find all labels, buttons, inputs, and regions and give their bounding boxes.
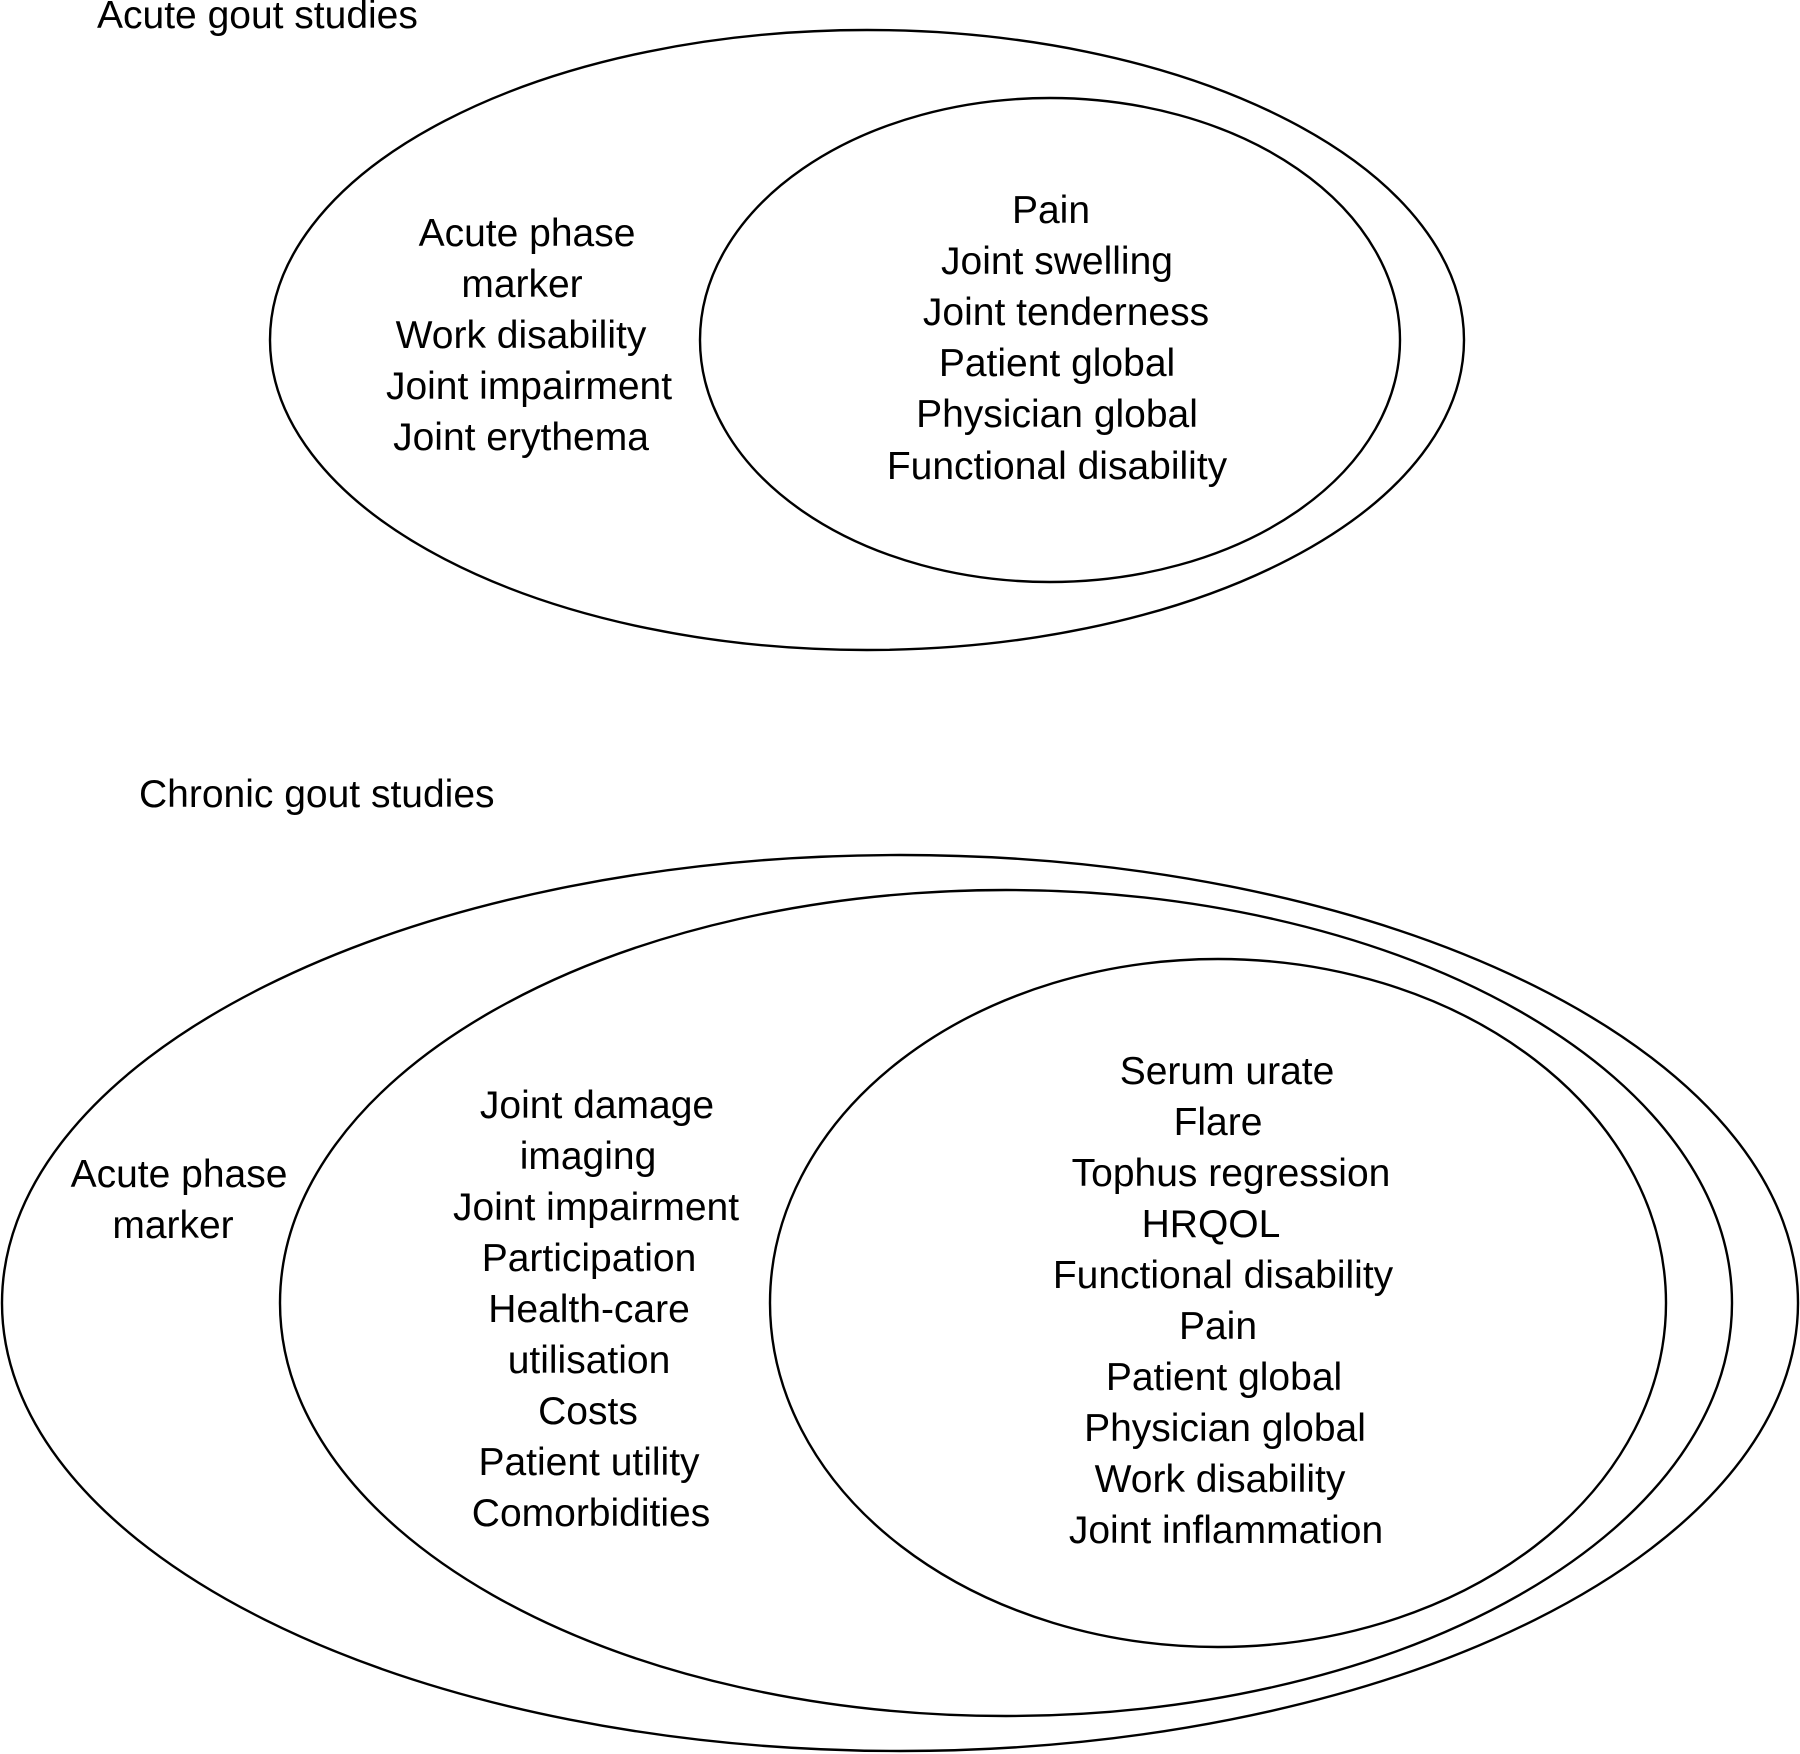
chronic-middle-item: Participation xyxy=(482,1237,697,1280)
chronic-inner-items: Serum urate Flare Tophus regression HRQO… xyxy=(1053,1050,1394,1552)
acute-section-title: Acute gout studies xyxy=(97,0,418,37)
acute-inner-ellipse xyxy=(698,96,1402,584)
chronic-inner-item: Work disability xyxy=(1095,1458,1346,1501)
acute-outer-item: marker xyxy=(461,263,582,306)
acute-inner-item: Functional disability xyxy=(887,445,1228,488)
chronic-inner-item: Pain xyxy=(1179,1305,1257,1348)
chronic-middle-item: imaging xyxy=(520,1135,657,1178)
acute-outer-ellipse xyxy=(268,28,1466,652)
chronic-middle-item: Health-care xyxy=(488,1288,690,1331)
chronic-inner-item: Flare xyxy=(1174,1101,1263,1144)
chronic-middle-item: Joint damage xyxy=(480,1084,714,1127)
acute-inner-items: Pain Joint swelling Joint tenderness Pat… xyxy=(887,189,1228,488)
chronic-outer-item: Acute phase xyxy=(71,1153,288,1196)
acute-inner-item: Joint swelling xyxy=(941,240,1173,283)
acute-inner-item: Physician global xyxy=(916,393,1198,436)
chronic-middle-item: Joint impairment xyxy=(453,1186,739,1229)
chronic-section-title: Chronic gout studies xyxy=(139,773,495,816)
chronic-middle-item: Costs xyxy=(538,1390,638,1433)
chronic-outer-ellipse xyxy=(0,853,1800,1753)
chronic-middle-ellipse xyxy=(278,888,1734,1718)
chronic-inner-item: Functional disability xyxy=(1053,1254,1394,1297)
chronic-middle-item: Patient utility xyxy=(478,1441,700,1484)
chronic-inner-item: Tophus regression xyxy=(1072,1152,1391,1195)
chronic-outer-items: Acute phase marker xyxy=(71,1153,288,1247)
chronic-inner-item: Physician global xyxy=(1084,1407,1366,1450)
chronic-outer-item: marker xyxy=(112,1204,233,1247)
chronic-inner-item: Serum urate xyxy=(1120,1050,1335,1093)
chronic-inner-item: HRQOL xyxy=(1142,1203,1281,1246)
chronic-inner-ellipse xyxy=(768,957,1668,1649)
acute-inner-item: Joint tenderness xyxy=(923,291,1209,334)
acute-inner-item: Patient global xyxy=(939,342,1175,385)
acute-inner-item: Pain xyxy=(1012,189,1090,232)
acute-outer-item: Joint impairment xyxy=(386,365,672,408)
chronic-inner-item: Patient global xyxy=(1106,1356,1342,1399)
chronic-middle-items: Joint damage imaging Joint impairment Pa… xyxy=(453,1084,739,1535)
chronic-middle-item: utilisation xyxy=(508,1339,671,1382)
acute-outer-item: Acute phase xyxy=(419,212,636,255)
acute-outer-item: Joint erythema xyxy=(393,416,649,459)
chronic-middle-item: Comorbidities xyxy=(472,1492,710,1535)
acute-outer-item: Work disability xyxy=(396,314,647,357)
acute-outer-items: Acute phase marker Work disability Joint… xyxy=(386,212,672,459)
chronic-inner-item: Joint inflammation xyxy=(1069,1509,1383,1552)
